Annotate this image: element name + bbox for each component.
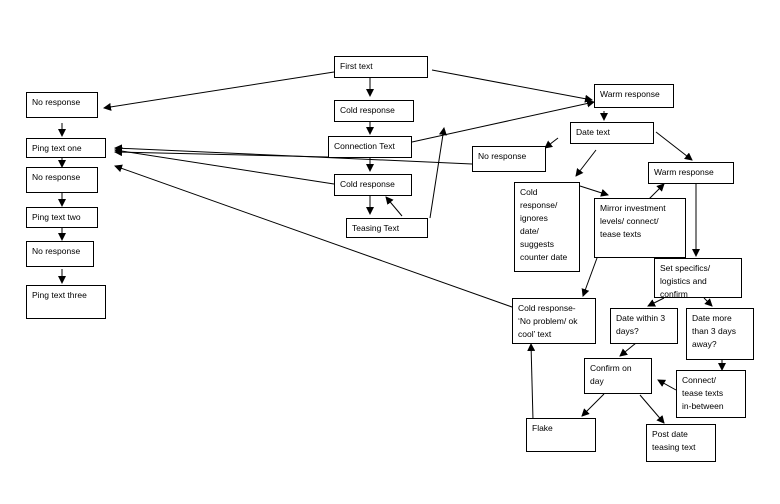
arrow-teasing-to-cold2 bbox=[385, 196, 403, 217]
arrow-connection-to-warm1 bbox=[411, 99, 595, 143]
arrow-coldnoproblem-to-ping2 bbox=[114, 164, 513, 308]
node-connection-text: Connection Text bbox=[328, 136, 412, 158]
arrow-confirm-to-flake bbox=[581, 393, 605, 417]
arrow-first-to-noresponse bbox=[103, 71, 335, 111]
arrow-teasing-to-connection bbox=[429, 127, 447, 219]
node-ping-text-two: Ping text two bbox=[26, 207, 98, 228]
arrow-setspecifics-to-within3 bbox=[647, 297, 665, 307]
arrow-setspecifics-to-more3 bbox=[703, 297, 713, 307]
node-set-specifics: Set specifics/ logistics and confirm bbox=[654, 258, 742, 298]
node-no-response-mid: No response bbox=[472, 146, 546, 172]
node-first-text: First text bbox=[334, 56, 428, 78]
node-cold-response-2: Cold response bbox=[334, 174, 412, 196]
arrow-datetext-to-warm2 bbox=[655, 131, 693, 161]
node-flake: Flake bbox=[526, 418, 596, 452]
node-no-response-3: No response bbox=[26, 241, 94, 267]
node-cold-ignores-date: Cold response/ ignores date/ suggests co… bbox=[514, 182, 580, 272]
node-cold-response-1: Cold response bbox=[334, 100, 414, 122]
arrow-flake-to-coldnoproblem bbox=[527, 343, 536, 421]
node-date-more-3: Date more than 3 days away? bbox=[686, 308, 754, 360]
arrow-first-to-warm1 bbox=[431, 69, 593, 103]
node-cold-no-problem: Cold response- ‘No problem/ ok cool’ tex… bbox=[512, 298, 596, 344]
node-no-response-2: No response bbox=[26, 167, 98, 193]
node-date-text: Date text bbox=[570, 122, 654, 144]
arrow-within3-to-confirm bbox=[619, 342, 637, 357]
node-warm-response-2: Warm response bbox=[648, 162, 734, 184]
arrow-coldignores-to-mirror bbox=[579, 185, 609, 197]
node-teasing-text: Teasing Text bbox=[346, 218, 428, 238]
node-mirror-investment: Mirror investment levels/ connect/ tease… bbox=[594, 198, 686, 258]
node-ping-text-three: Ping text three bbox=[26, 285, 106, 319]
node-no-response-left: No response bbox=[26, 92, 98, 118]
arrow-mirror-to-coldnoproblem bbox=[581, 257, 598, 297]
node-connect-tease: Connect/ tease texts in-between bbox=[676, 370, 746, 418]
arrow-confirm-to-postdate bbox=[639, 394, 665, 424]
node-date-within-3: Date within 3 days? bbox=[610, 308, 678, 344]
arrow-datetext-to-coldignores bbox=[575, 149, 597, 177]
arrow-connecttease-to-confirm bbox=[657, 379, 677, 391]
arrow-cold2-to-ping1 bbox=[114, 147, 335, 185]
node-warm-response-1: Warm response bbox=[594, 84, 674, 108]
node-confirm-on-day: Confirm on day bbox=[584, 358, 652, 394]
arrow-noresponsemid-to-ping1 bbox=[114, 144, 473, 165]
node-ping-text-one: Ping text one bbox=[26, 138, 106, 158]
node-post-date-teasing: Post date teasing text bbox=[646, 424, 716, 462]
arrow-datetext-to-noresponse bbox=[544, 137, 559, 149]
arrow-mirror-to-warm2 bbox=[647, 183, 665, 201]
